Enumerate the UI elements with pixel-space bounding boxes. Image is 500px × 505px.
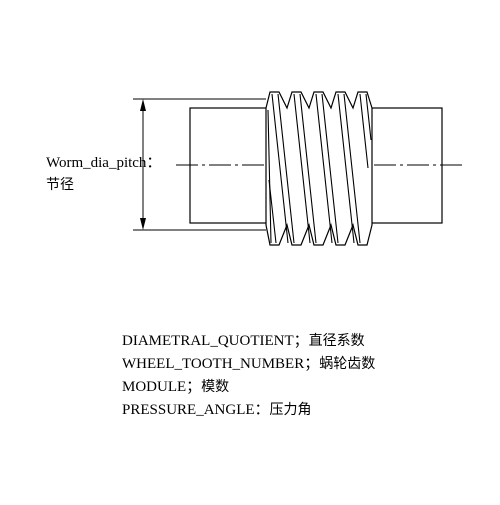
parameter-item: WHEEL_TOOTH_NUMBER；蜗轮齿数: [122, 353, 375, 376]
parameter-zh: 压力角: [269, 402, 312, 418]
thread-profile-top: [265, 91, 373, 110]
parameter-item: MODULE；模数: [122, 376, 375, 399]
thread-helix-lines: [267, 93, 372, 244]
parameter-key: WHEEL_TOOTH_NUMBER；: [122, 356, 320, 372]
parameter-key: DIAMETRAL_QUOTIENT；: [122, 333, 309, 349]
parameter-zh: 蜗轮齿数: [319, 356, 376, 372]
parameter-key: MODULE；: [122, 379, 202, 395]
dimension-label: Worm_dia_pitch：: [46, 155, 162, 171]
parameter-zh: 直径系数: [308, 333, 365, 349]
thread-profile-bottom: [265, 223, 373, 246]
parameter-list: DIAMETRAL_QUOTIENT；直径系数 WHEEL_TOOTH_NUMB…: [122, 330, 375, 422]
parameter-item: PRESSURE_ANGLE：压力角: [122, 399, 375, 422]
dimension-arrow-bottom: [140, 218, 146, 230]
parameter-zh: 模数: [201, 379, 230, 395]
dimension-arrow-top: [140, 99, 146, 111]
parameter-item: DIAMETRAL_QUOTIENT；直径系数: [122, 330, 375, 353]
dimension-label-chinese: 节径: [46, 177, 74, 193]
parameter-key: PRESSURE_ANGLE：: [122, 402, 270, 418]
